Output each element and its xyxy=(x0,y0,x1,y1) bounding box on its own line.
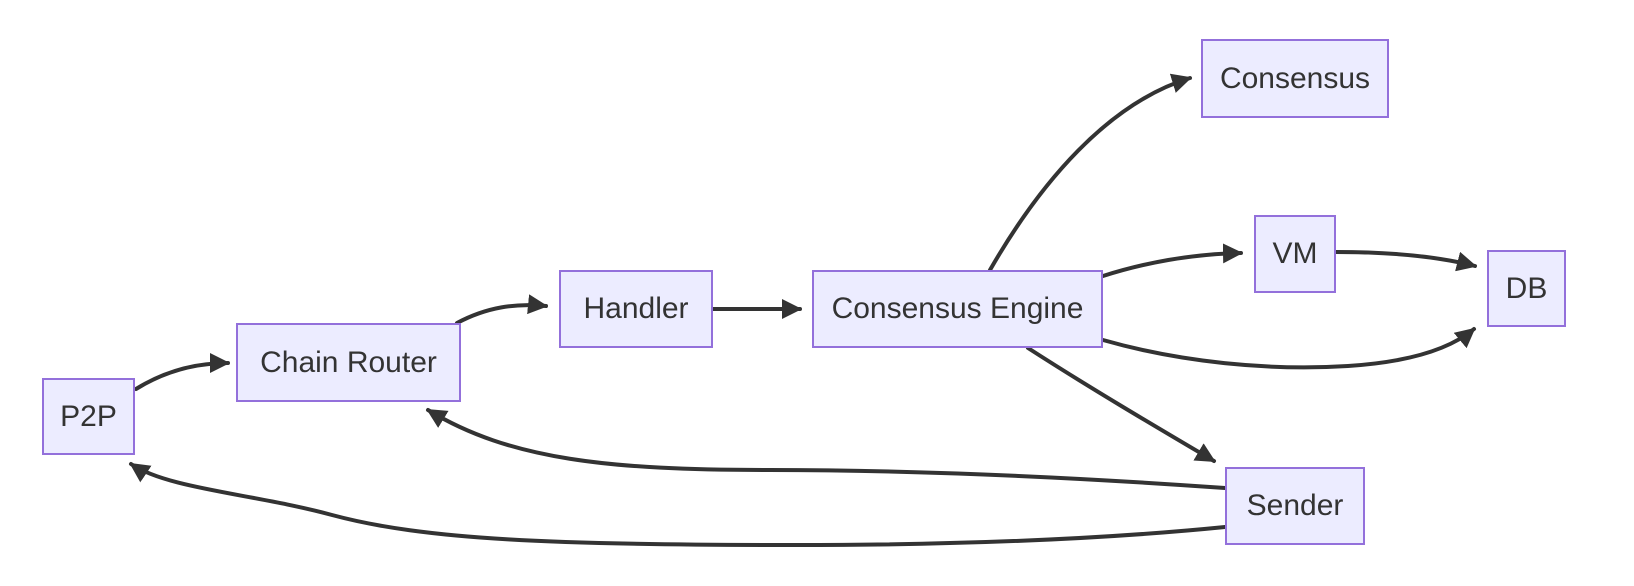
node-db: DB xyxy=(1487,250,1566,327)
node-label: P2P xyxy=(60,399,117,433)
node-label: DB xyxy=(1505,271,1548,305)
node-vm: VM xyxy=(1254,215,1336,293)
node-consensus: Consensus xyxy=(1201,39,1389,118)
edge-consensus-engine-to-consensus xyxy=(988,73,1192,272)
edge-consensus-engine-to-db xyxy=(1101,327,1476,370)
edge-sender-to-chain-router xyxy=(426,408,1227,490)
node-label: Consensus xyxy=(1219,61,1371,95)
edge-p2p-to-chain-router xyxy=(134,353,230,391)
edge-consensus-engine-to-sender xyxy=(1026,346,1216,463)
edge-sender-to-p2p xyxy=(129,462,1227,548)
node-label: VM xyxy=(1272,237,1318,270)
edge-chain-router-to-handler xyxy=(455,294,548,325)
node-consensus-engine: Consensus Engine xyxy=(812,270,1103,348)
edge-vm-to-db xyxy=(1334,250,1477,272)
edge-consensus-engine-to-vm xyxy=(1101,243,1243,278)
node-chain-router: Chain Router xyxy=(236,323,461,402)
node-p2p: P2P xyxy=(42,378,135,455)
node-label: Sender xyxy=(1246,489,1344,522)
node-handler: Handler xyxy=(559,270,713,348)
node-label: Consensus Engine xyxy=(831,292,1084,325)
node-label: Handler xyxy=(583,292,689,325)
node-sender: Sender xyxy=(1225,467,1365,545)
node-label: Chain Router xyxy=(260,345,437,379)
